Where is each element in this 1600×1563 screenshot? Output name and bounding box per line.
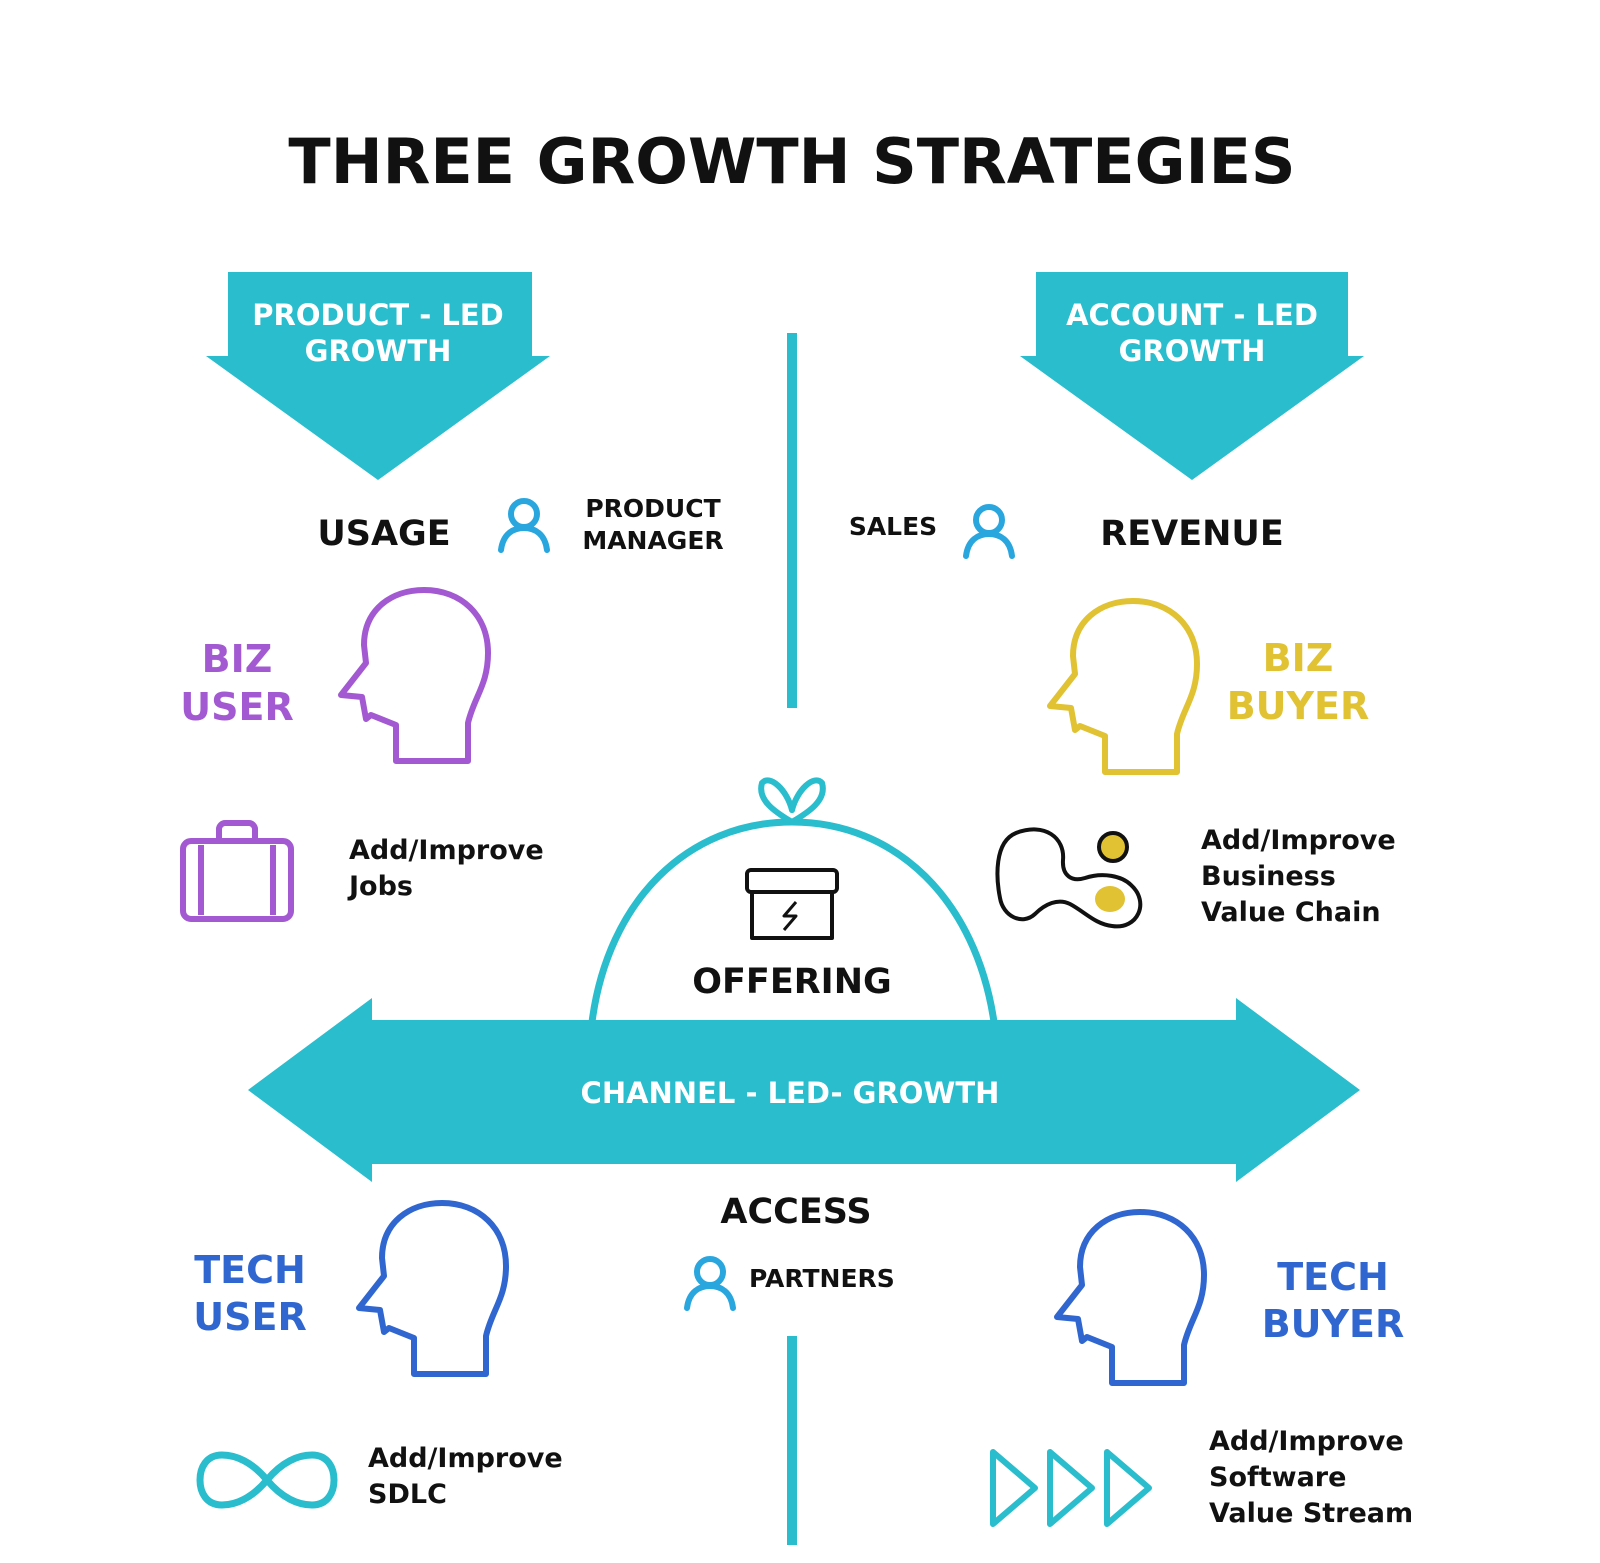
infinity-icon — [196, 1451, 338, 1509]
value-stream-action-line1: Add/Improve — [1209, 1426, 1404, 1457]
product-manager-label-line2: MANAGER — [582, 526, 723, 555]
tech-user-label-line1: TECH — [194, 1248, 306, 1292]
partners-person-icon — [687, 1259, 733, 1308]
product-led-label-line1: PRODUCT - LED — [252, 298, 504, 332]
sales-label: SALES — [849, 512, 937, 541]
revenue-label: REVENUE — [1100, 514, 1283, 554]
product-led-arrow: PRODUCT - LED GROWTH — [206, 272, 550, 480]
account-led-arrow: ACCOUNT - LED GROWTH — [1020, 272, 1364, 480]
value-stream-action-line3: Value Stream — [1209, 1498, 1413, 1529]
offering-box-icon — [745, 868, 839, 940]
value-chain-action-line2: Business — [1201, 861, 1336, 892]
tech-buyer-head-icon — [1057, 1212, 1204, 1383]
jobs-action-line2: Jobs — [347, 871, 413, 902]
account-led-label-line2: GROWTH — [1119, 334, 1266, 368]
biz-user-label-line1: BIZ — [202, 637, 273, 681]
tech-buyer-label-line1: TECH — [1277, 1255, 1389, 1299]
offering-label: OFFERING — [692, 962, 891, 1002]
value-stream-action-line2: Software — [1209, 1462, 1346, 1493]
channel-led-label: CHANNEL - LED- GROWTH — [581, 1076, 1000, 1110]
sdlc-action-line2: SDLC — [368, 1479, 447, 1510]
sales-person-icon — [966, 507, 1012, 556]
value-chain-action-line1: Add/Improve — [1201, 825, 1396, 856]
tech-user-head-icon — [359, 1203, 506, 1374]
page-title: THREE GROWTH STRATEGIES — [288, 125, 1295, 198]
offering-dome — [588, 777, 998, 1023]
biz-user-label-line2: USER — [180, 685, 293, 729]
sdlc-action-line1: Add/Improve — [368, 1443, 563, 1474]
channel-led-arrow: CHANNEL - LED- GROWTH — [248, 998, 1360, 1182]
tech-buyer-label-line2: BUYER — [1262, 1302, 1405, 1346]
briefcase-icon — [180, 820, 294, 922]
value-chain-action-line3: Value Chain — [1201, 897, 1381, 928]
product-manager-label-line1: PRODUCT — [585, 494, 720, 523]
biz-buyer-label-line2: BUYER — [1227, 684, 1370, 728]
biz-user-head-icon — [341, 590, 488, 761]
tech-user-label-line2: USER — [193, 1295, 306, 1339]
account-led-label-line1: ACCOUNT - LED — [1066, 298, 1318, 332]
jobs-action-line1: Add/Improve — [349, 835, 544, 866]
partners-label: PARTNERS — [749, 1264, 895, 1293]
play-arrows-icon — [990, 1449, 1152, 1527]
product-led-label-line2: GROWTH — [305, 334, 452, 368]
value-chain-icon — [995, 827, 1143, 929]
usage-label: USAGE — [317, 514, 450, 554]
biz-buyer-label-line1: BIZ — [1263, 636, 1334, 680]
product-manager-person-icon — [501, 501, 547, 550]
access-label: ACCESS — [720, 1192, 871, 1232]
biz-buyer-head-icon — [1050, 601, 1197, 772]
